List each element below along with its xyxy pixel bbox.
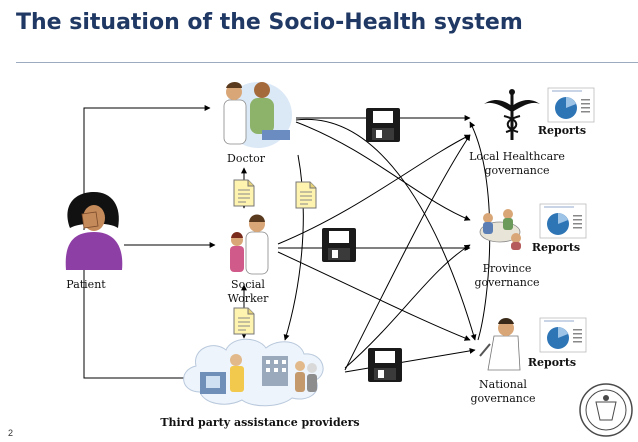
- social-worker-icon: [230, 214, 269, 275]
- university-seal-icon: [579, 383, 633, 437]
- page-title: The situation of the Socio-Health system: [16, 10, 523, 35]
- reports-label-local: Reports: [537, 124, 587, 137]
- meeting-icon: [479, 209, 521, 250]
- report-chart-icon: [539, 317, 587, 353]
- floppy-disk-icon: [368, 348, 402, 382]
- floppy-disk-icon: [366, 108, 400, 142]
- floppy-disk-icon: [322, 228, 356, 262]
- page-number: 2: [8, 428, 14, 438]
- node-label-national-governance: National governance: [470, 378, 536, 405]
- node-label-patient: Patient: [66, 278, 106, 291]
- reports-label-province: Reports: [531, 241, 581, 254]
- caduceus-icon: [484, 89, 540, 140]
- node-label-doctor: Doctor: [227, 152, 265, 165]
- report-chart-icon: [547, 87, 595, 123]
- doctor-icon: [223, 82, 292, 148]
- reports-label-national: Reports: [527, 356, 577, 369]
- document-icon: [295, 181, 317, 209]
- title-divider: [16, 62, 638, 63]
- node-label-province-governance: Province governance: [474, 262, 540, 289]
- node-label-social-worker: Social Worker: [227, 278, 269, 305]
- patient-icon: [65, 192, 123, 270]
- governance-flows: [277, 115, 491, 373]
- businessman-icon: [479, 318, 521, 371]
- node-label-third-party: Third party assistance providers: [160, 416, 360, 429]
- node-label-local-governance: Local Healthcare governance: [469, 150, 565, 177]
- third-party-cloud-icon: [183, 338, 324, 407]
- document-icon: [233, 179, 255, 207]
- document-icon: [233, 307, 255, 335]
- report-chart-icon: [539, 203, 587, 239]
- patient-links: [83, 105, 216, 381]
